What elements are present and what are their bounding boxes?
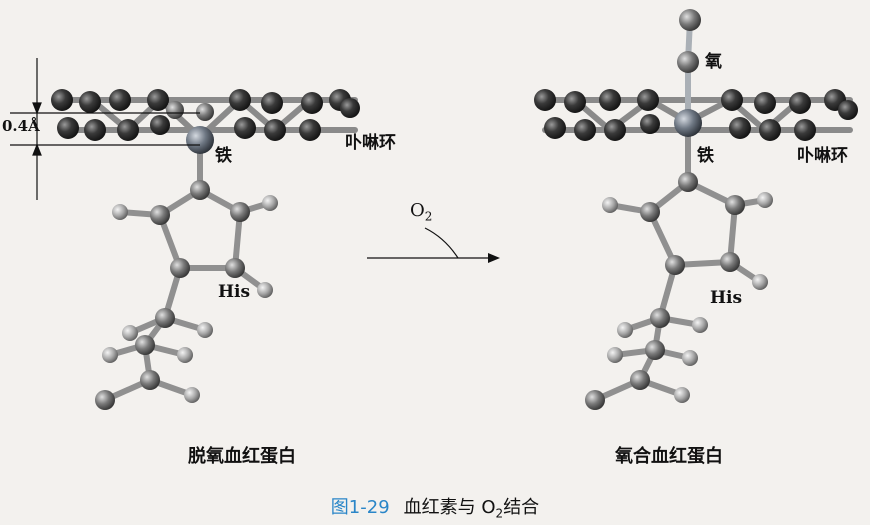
iron-label-right: 铁 (697, 146, 714, 166)
oxy-name: 氧合血红蛋白 (615, 446, 723, 467)
porphyrin-label-right: 卟啉环 (797, 146, 848, 166)
oxy-hemoglobin-model (534, 9, 858, 410)
iron-label-left: 铁 (215, 146, 232, 166)
arrow-label-main: O (410, 200, 425, 221)
deoxy-name: 脱氧血红蛋白 (188, 446, 296, 467)
distance-label: 0.4Å (2, 117, 40, 135)
figure-title: 血红素与 O2结合 (403, 497, 540, 521)
deoxy-hemoglobin-model (10, 58, 360, 410)
figure-title-sub: 2 (495, 506, 504, 521)
oxygen-label: 氧 (705, 52, 722, 72)
his-label-left: His (218, 282, 251, 302)
his-label-right: His (710, 288, 743, 308)
figure-title-post: 结合 (503, 497, 540, 518)
figure-title-pre: 血红素与 O (403, 497, 496, 518)
arrow-label-sub: 2 (424, 209, 433, 224)
distance-measure (10, 58, 200, 200)
figure-number: 图1-29 (330, 497, 390, 518)
figure-caption: 图1-29 血红素与 O2结合 (0, 493, 870, 521)
reaction-arrow (367, 227, 500, 263)
arrow-label: O2 (410, 200, 432, 224)
porphyrin-label-left: 卟啉环 (345, 133, 396, 153)
